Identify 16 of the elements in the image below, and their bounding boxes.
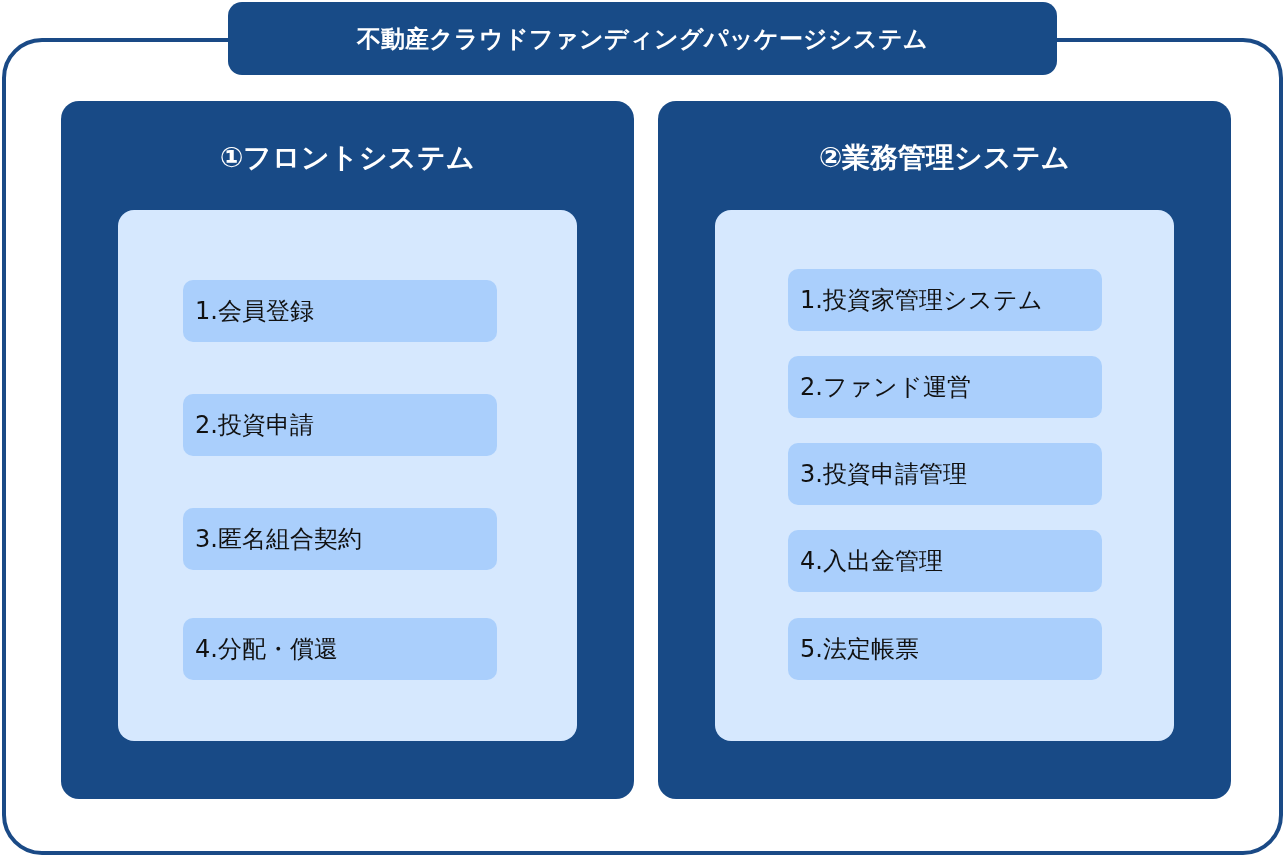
module-item: 4.分配・償還 xyxy=(183,618,497,680)
panel-heading: ②業務管理システム xyxy=(817,140,1072,176)
title-banner: 不動産クラウドファンディングパッケージシステム xyxy=(228,2,1057,75)
module-item: 1.投資家管理システム xyxy=(788,269,1102,331)
module-item: 4.入出金管理 xyxy=(788,530,1102,592)
subsystem-panel xyxy=(658,101,1231,799)
module-item: 3.投資申請管理 xyxy=(788,443,1102,505)
module-group-panel xyxy=(118,210,577,741)
subsystem-panel xyxy=(61,101,634,799)
module-item: 5.法定帳票 xyxy=(788,618,1102,680)
module-item: 3.匿名組合契約 xyxy=(183,508,497,570)
module-group-panel xyxy=(715,210,1174,741)
module-item: 2.ファンド運営 xyxy=(788,356,1102,418)
module-item: 1.会員登録 xyxy=(183,280,497,342)
panel-heading: ①フロントシステム xyxy=(218,140,477,176)
module-item: 2.投資申請 xyxy=(183,394,497,456)
